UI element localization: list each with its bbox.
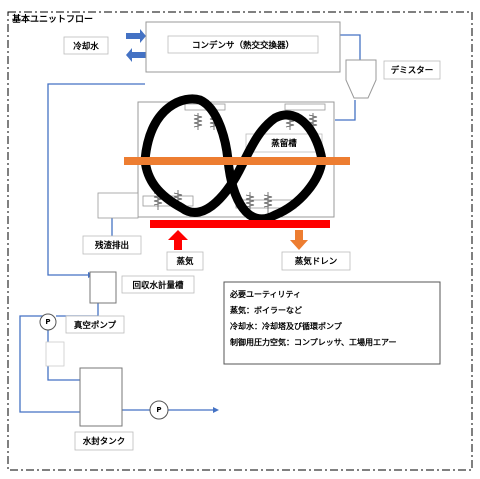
- still-top-shelf-right: [284, 103, 326, 111]
- steam-drain-label-box: [281, 251, 351, 271]
- agitator-shaft: [124, 157, 350, 165]
- utilities-line-steam: 蒸気：ボイラーなど: [230, 306, 302, 315]
- cooling-water-in-arrow: [126, 29, 146, 43]
- spring-8: [263, 192, 273, 214]
- cooling-water-label-box: [63, 36, 109, 55]
- circulation-pump-symbol: [149, 400, 169, 420]
- utilities-line-cooling: 冷却水：冷却塔及び循環ポンプ: [230, 322, 342, 331]
- steam-drain-label: 蒸気ドレン: [294, 257, 338, 267]
- utilities-line-air: 制御用圧力空気：コンプレッサ、工場用エアー: [230, 338, 397, 347]
- condenser-label-box: [167, 35, 319, 54]
- spring-1: [193, 113, 203, 130]
- vacuum-pump-label-box: [65, 315, 125, 334]
- demister-label: デミスター: [390, 66, 434, 76]
- recovered-tank-label-box: [121, 275, 195, 294]
- vacuum-pump-label: 真空ポンプ: [73, 320, 117, 331]
- arrow-pump2-out: [213, 407, 219, 413]
- pipe-tank-to-pump: [56, 303, 99, 317]
- pump-symbol-letter-1: P: [45, 318, 51, 326]
- pipes: [19, 34, 361, 413]
- recovered-water-tank: [89, 271, 117, 304]
- pump-symbol-letter-2: P: [156, 406, 162, 414]
- residue-label-box: [82, 235, 142, 255]
- pipe-demister-to-condenser: [340, 34, 361, 60]
- still-label: 蒸留槽: [271, 139, 297, 149]
- diagram-title: 基本ユニットフロー: [12, 15, 94, 25]
- pipe-condenser-to-recovered-tank: [47, 83, 145, 276]
- water-seal-tank: [79, 367, 123, 427]
- steam-label-box: [166, 251, 204, 271]
- demister-label-box: [383, 60, 441, 80]
- steam-drain-arrow: [290, 230, 308, 250]
- vacuum-pump-symbol: [39, 313, 57, 331]
- steam-arrow: [168, 230, 188, 250]
- separator-box: [45, 341, 65, 367]
- residue-box: [97, 192, 139, 219]
- outer-frame: [7, 11, 473, 471]
- cooling-water-out-arrow: [126, 48, 146, 62]
- condenser-label: コンデンサ（熱交交換器）: [191, 40, 294, 51]
- residue-discharge-label: 残渣排出: [94, 241, 129, 251]
- utilities-box: [223, 281, 441, 365]
- recovered-water-tank-label: 回収水計量槽: [132, 280, 184, 291]
- heater-bar: [150, 220, 330, 228]
- demister-shape: [345, 59, 377, 99]
- water-seal-tank-label: 水封タンク: [82, 437, 126, 447]
- pipe-still-to-demister: [335, 100, 356, 121]
- seal-tank-label-box: [74, 431, 134, 451]
- utilities-heading: 必要ユーティリティ: [230, 290, 302, 299]
- pipe-vacuum-loop: [19, 315, 80, 413]
- steam-label: 蒸気: [176, 257, 194, 267]
- cooling-water-label: 冷却水: [73, 41, 99, 52]
